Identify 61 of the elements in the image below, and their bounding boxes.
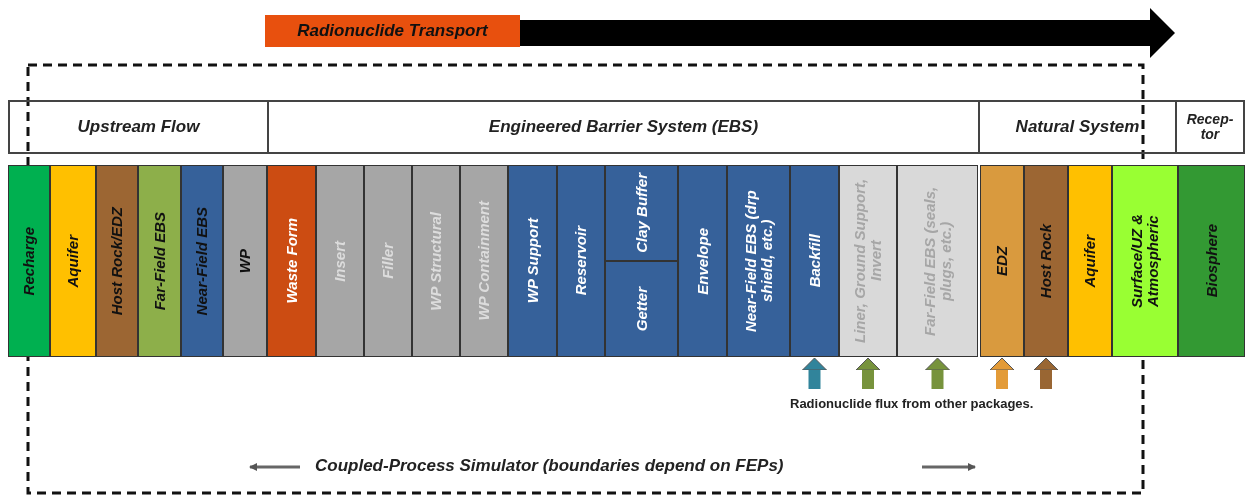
layer-band — [557, 165, 605, 357]
layer-band — [223, 165, 267, 357]
layer-label: Host Rock/EDZ — [109, 206, 125, 316]
section-label: Recep- tor — [1185, 112, 1235, 142]
layer-label: EDZ — [994, 246, 1010, 276]
layer-label: Backfill — [806, 234, 823, 288]
section-label: Upstream Flow — [77, 118, 200, 136]
block-arrow — [1033, 357, 1059, 389]
layer-label: Host Rock — [1038, 223, 1054, 299]
banner-label: Radionuclide Transport — [297, 22, 488, 40]
layer-label: Waste Form — [283, 218, 300, 304]
layer-band — [364, 165, 412, 357]
note-text: Radionuclide flux from other packages. — [790, 397, 1034, 411]
layer-label: Surface/UZ & Atmospheric — [1129, 212, 1161, 311]
layer-band — [1068, 165, 1112, 357]
boundary-label: Coupled-Process Simulator (boundaries depend on FEPs) — [315, 457, 784, 475]
block-arrow — [855, 357, 881, 389]
layer-band — [790, 165, 839, 357]
layer-band — [839, 165, 897, 357]
layer-label: Near-Field EBS — [194, 206, 210, 316]
title-banner — [265, 15, 520, 47]
layer-band — [605, 165, 678, 261]
layer-band — [460, 165, 508, 357]
layer-label: Getter — [633, 286, 650, 332]
layer-label: Aquifer — [1082, 234, 1098, 288]
layer-label: Recharge — [21, 226, 37, 296]
layer-band — [50, 165, 96, 357]
layer-band — [267, 165, 316, 357]
block-arrow — [925, 357, 950, 389]
layer-label: Near-Field EBS (drp shield, etc.) — [742, 189, 775, 334]
layer-band — [96, 165, 138, 357]
block-arrow — [989, 357, 1015, 389]
section-header — [978, 100, 1175, 154]
layer-band — [181, 165, 223, 357]
layer-band — [1112, 165, 1178, 357]
layer-band — [508, 165, 557, 357]
layer-band — [980, 165, 1024, 357]
layer-band — [1024, 165, 1068, 357]
layer-label: Clay Buffer — [633, 173, 650, 253]
section-label: Engineered Barrier System (EBS) — [488, 118, 759, 136]
section-header — [1175, 100, 1245, 154]
layer-label: Far-Field EBS — [151, 211, 168, 311]
layer-band — [897, 165, 978, 357]
layer-band — [316, 165, 364, 357]
layer-band — [138, 165, 181, 357]
layer-band — [8, 165, 50, 357]
section-header — [267, 100, 978, 154]
layer-label: Aquifer — [65, 234, 81, 288]
layer-band — [1178, 165, 1245, 357]
section-label: Natural System — [1015, 118, 1140, 136]
layer-label: Biosphere — [1203, 224, 1220, 298]
layer-label: WP — [237, 248, 253, 274]
section-header — [8, 100, 267, 154]
layer-band — [412, 165, 460, 357]
layer-label: WP Support — [524, 218, 541, 304]
block-arrow — [802, 357, 827, 389]
layer-band — [727, 165, 790, 357]
layer-band — [678, 165, 727, 357]
layer-band — [605, 261, 678, 357]
layer-label: Envelope — [694, 227, 711, 295]
layer-label: Reservoir — [573, 226, 589, 296]
